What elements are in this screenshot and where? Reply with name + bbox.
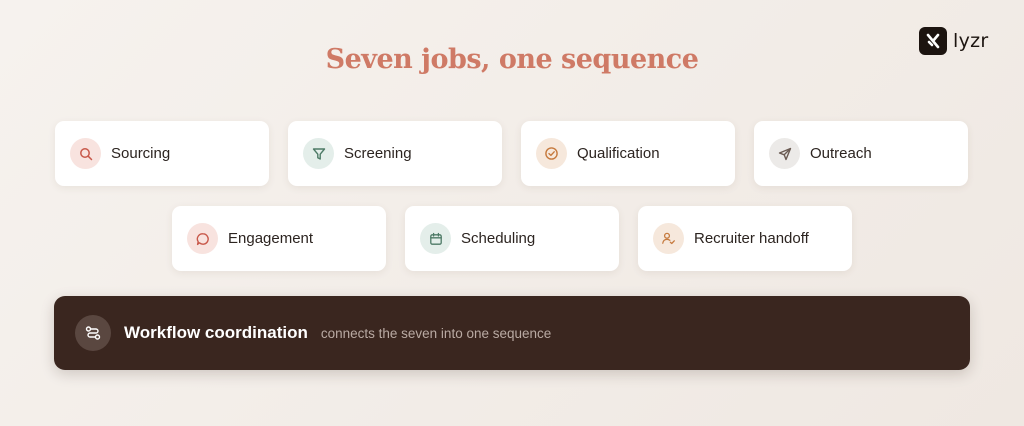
- job-label: Engagement: [228, 230, 314, 247]
- job-card-outreach: Outreach: [754, 121, 968, 186]
- job-label: Scheduling: [461, 230, 536, 247]
- brand-logo: lyzr: [919, 27, 989, 55]
- page-title: Seven jobs, one sequence: [325, 44, 699, 75]
- lyzr-logo-icon: [919, 27, 947, 55]
- coordination-title: Workflow coordination: [124, 323, 308, 342]
- job-card-sourcing: Sourcing: [55, 121, 269, 186]
- calendar-icon: [420, 223, 451, 254]
- send-icon: [769, 138, 800, 169]
- job-card-engagement: Engagement: [172, 206, 386, 271]
- job-card-recruiter-handoff: Recruiter handoff: [638, 206, 852, 271]
- search-icon: [70, 138, 101, 169]
- user-check-icon: [653, 223, 684, 254]
- chat-bubble-icon: [187, 223, 218, 254]
- check-circle-icon: [536, 138, 567, 169]
- coordination-subtitle: connects the seven into one sequence: [320, 325, 552, 341]
- job-card-screening: Screening: [288, 121, 502, 186]
- job-label: Qualification: [577, 145, 660, 162]
- workflow-icon: [75, 315, 111, 351]
- job-label: Recruiter handoff: [694, 230, 809, 247]
- job-label: Screening: [344, 145, 412, 162]
- brand-name: lyzr: [953, 30, 989, 52]
- job-card-scheduling: Scheduling: [405, 206, 619, 271]
- workflow-coordination-bar: Workflow coordination connects the seven…: [54, 296, 970, 370]
- filter-icon: [303, 138, 334, 169]
- job-label: Outreach: [810, 145, 872, 162]
- job-label: Sourcing: [111, 145, 171, 162]
- job-card-qualification: Qualification: [521, 121, 735, 186]
